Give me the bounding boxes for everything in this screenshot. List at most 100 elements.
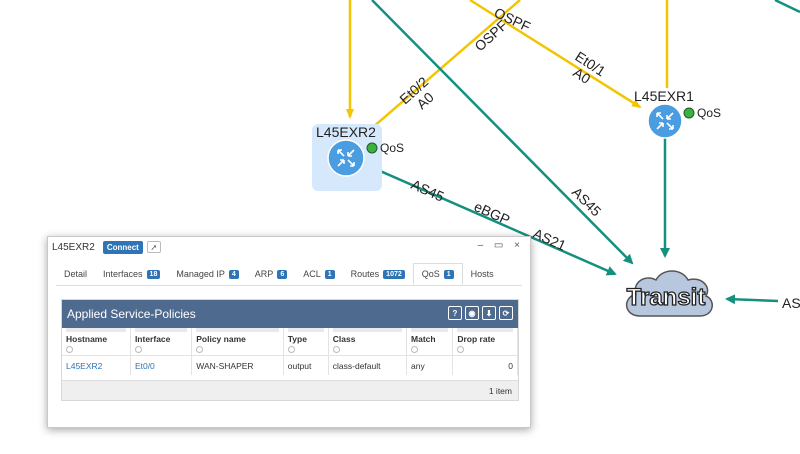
- column-resize-handle[interactable]: [191, 328, 284, 332]
- grip-bar: [457, 328, 513, 332]
- qos-status-dot: [366, 142, 378, 154]
- qos-label: QoS: [697, 106, 721, 120]
- bgp-link-top-right[interactable]: [774, 0, 800, 14]
- item-count: 1 item: [488, 385, 512, 396]
- column-resize-handle[interactable]: [406, 328, 454, 332]
- paper-plane-icon[interactable]: ➚: [146, 241, 161, 253]
- column-filter-input[interactable]: [191, 344, 284, 356]
- column-filter-input[interactable]: [130, 344, 193, 356]
- panel-title: Applied Service-Policies: [67, 307, 196, 321]
- qos-label: QoS: [380, 141, 404, 155]
- column-filter-input[interactable]: [406, 344, 454, 356]
- column-header-type[interactable]: Type: [283, 332, 329, 344]
- column-resize-handle[interactable]: [62, 328, 131, 332]
- cloud-icon: [626, 270, 713, 317]
- tab-detail[interactable]: Detail: [56, 263, 95, 285]
- ospf-link-exr2-exr1area[interactable]: [371, 0, 521, 129]
- tab-count-badge: 18: [146, 269, 161, 279]
- column-resize-handle[interactable]: [328, 328, 408, 332]
- tab-count-badge: 1: [324, 269, 335, 279]
- tab-label: ARP: [254, 269, 274, 279]
- table-cell: any: [406, 355, 454, 375]
- panel-toolbar: ?◉⬇⟳: [448, 306, 513, 320]
- column-filter-input[interactable]: [62, 344, 131, 356]
- window-title: L45EXR2: [52, 241, 95, 253]
- tab-label: Detail: [64, 269, 88, 279]
- ospf-links[interactable]: [346, 0, 669, 129]
- search-icon: [134, 345, 142, 353]
- column-resize-handle[interactable]: [452, 328, 518, 332]
- column-filter-input[interactable]: [283, 344, 329, 356]
- link-label-ebgp: eBGP: [472, 198, 513, 228]
- bgp-link-top-transit[interactable]: [371, 0, 634, 265]
- connect-button[interactable]: Connect: [102, 240, 143, 254]
- search-icon: [287, 345, 295, 353]
- tab-count-badge: 1: [443, 269, 454, 279]
- tab-count-badge: 1072: [383, 269, 405, 279]
- table-footer: 1 item: [62, 380, 518, 400]
- grip-bar: [287, 328, 324, 332]
- table-cell: WAN-SHAPER: [191, 355, 284, 375]
- help-icon[interactable]: ?: [448, 306, 462, 320]
- node-l45exr2[interactable]: L45EXR2 QoS: [312, 124, 404, 191]
- node-label-l45exr2: L45EXR2: [316, 124, 376, 140]
- column-header-drop-rate[interactable]: Drop rate: [452, 332, 518, 344]
- qos-status-dot: [683, 107, 695, 119]
- column-header-match[interactable]: Match: [406, 332, 454, 344]
- panel-header: Applied Service-Policies ?◉⬇⟳: [62, 300, 518, 328]
- window-titlebar[interactable]: L45EXR2 Connect ➚ – ▭ ×: [48, 237, 530, 257]
- link-label-as45-left: AS45: [409, 176, 447, 205]
- node-label-l45exr1: L45EXR1: [634, 88, 694, 104]
- node-transit[interactable]: Transit: [626, 270, 713, 317]
- search-icon: [411, 345, 419, 353]
- search-icon: [196, 345, 204, 353]
- device-details-window[interactable]: L45EXR2 Connect ➚ – ▭ × Detail Interfaces…: [47, 236, 531, 428]
- tab-label: Hosts: [470, 269, 494, 279]
- bgp-links[interactable]: [361, 0, 800, 305]
- bgp-link-external-transit[interactable]: [725, 294, 779, 305]
- eye-icon[interactable]: ◉: [465, 306, 479, 320]
- tab-label: Interfaces: [103, 269, 143, 279]
- node-l45exr1[interactable]: L45EXR1 QoS: [634, 88, 721, 139]
- column-header-policy-name[interactable]: Policy name: [191, 332, 284, 344]
- table-cell[interactable]: Et0/0: [130, 355, 193, 375]
- tab-hosts[interactable]: Hosts: [463, 263, 502, 285]
- router-icon: [647, 103, 683, 139]
- column-header-interface[interactable]: Interface: [130, 332, 193, 344]
- window-controls[interactable]: – ▭ ×: [477, 240, 524, 251]
- grip-bar: [332, 328, 403, 332]
- refresh-icon[interactable]: ⟳: [499, 306, 513, 320]
- table-cell: output: [283, 355, 329, 375]
- grip-bar: [66, 328, 126, 332]
- column-resize-handle[interactable]: [283, 328, 329, 332]
- column-filter-input[interactable]: [328, 344, 408, 356]
- grip-bar: [196, 328, 279, 332]
- column-filter-input[interactable]: [452, 344, 518, 356]
- table-cell: 0: [452, 355, 518, 375]
- table-cell[interactable]: L45EXR2: [62, 355, 131, 375]
- bgp-link-exr2-transit[interactable]: [361, 161, 617, 276]
- download-icon[interactable]: ⬇: [482, 306, 496, 320]
- tab-label: Managed IP: [176, 269, 225, 279]
- tab-label: QoS: [421, 269, 440, 279]
- column-header-hostname[interactable]: Hostname: [62, 332, 131, 344]
- search-icon: [332, 345, 340, 353]
- ospf-link-top-exr1[interactable]: [469, 0, 642, 109]
- node-label-transit: Transit: [627, 284, 706, 311]
- link-label-as21: AS21: [531, 225, 569, 254]
- column-resize-handle[interactable]: [130, 328, 193, 332]
- column-header-class[interactable]: Class: [328, 332, 408, 344]
- tab-label: ACL: [303, 269, 321, 279]
- link-label-as-right: AS: [782, 295, 800, 311]
